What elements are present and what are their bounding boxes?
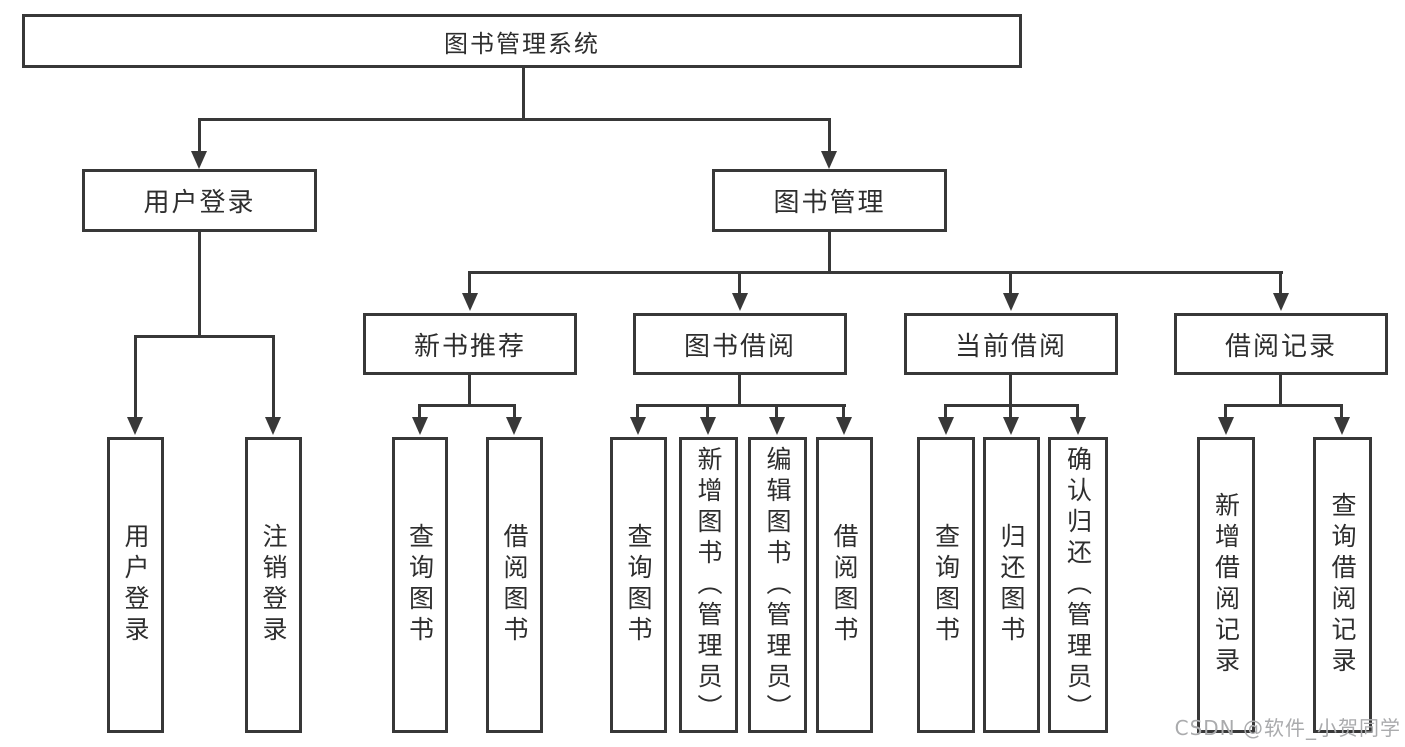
- node-new-book-recommend: 新书推荐: [363, 313, 577, 375]
- connector-line: [1225, 404, 1343, 407]
- connector-line: [828, 232, 831, 271]
- connector-line: [945, 404, 1079, 407]
- connector-line: [1076, 404, 1079, 418]
- connector-arrowhead: [732, 293, 748, 311]
- connector-line: [842, 404, 845, 418]
- leaf-label: 注销登录: [259, 523, 288, 647]
- node-label: 图书借阅: [683, 331, 796, 362]
- connector-arrowhead: [1003, 293, 1019, 311]
- connector-arrowhead: [1273, 293, 1289, 311]
- connector-line: [1279, 375, 1282, 404]
- connector-line: [944, 404, 947, 418]
- leaf-label: 归还图书: [997, 523, 1026, 647]
- connector-line: [468, 271, 471, 294]
- connector-arrowhead: [1070, 417, 1086, 435]
- leaf-confirm-return-admin: 确认归还（管理员）: [1048, 437, 1108, 733]
- connector-line: [738, 271, 741, 294]
- node-label: 新书推荐: [413, 331, 526, 362]
- connector-arrowhead: [412, 417, 428, 435]
- connector-arrowhead: [1334, 417, 1350, 435]
- leaf-label: 查询图书: [931, 523, 961, 647]
- connector-arrowhead: [462, 293, 478, 311]
- connector-line: [636, 404, 639, 418]
- leaf-borrow-books: 借阅图书: [486, 437, 543, 733]
- leaf-add-borrow-record: 新增借阅记录: [1197, 437, 1255, 733]
- leaf-return-books: 归还图书: [983, 437, 1040, 733]
- node-label: 图书管理系统: [444, 29, 600, 58]
- connector-line: [1340, 404, 1343, 418]
- connector-arrowhead: [769, 417, 785, 435]
- leaf-query-borrow-record: 查询借阅记录: [1313, 437, 1372, 733]
- connector-line: [198, 232, 201, 335]
- leaf-label: 查询图书: [405, 523, 435, 647]
- leaf-logout: 注销登录: [245, 437, 302, 733]
- connector-line: [1009, 404, 1012, 418]
- connector-arrowhead: [1218, 417, 1234, 435]
- connector-arrowhead: [1003, 417, 1019, 435]
- leaf-query-books: 查询图书: [917, 437, 975, 733]
- connector-arrowhead: [938, 417, 954, 435]
- connector-arrowhead: [700, 417, 716, 435]
- connector-line: [775, 404, 778, 418]
- connector-arrowhead: [821, 151, 837, 169]
- leaf-query-books: 查询图书: [392, 437, 448, 733]
- connector-arrowhead: [191, 151, 207, 169]
- connector-line: [134, 335, 275, 338]
- connector-line: [198, 118, 201, 154]
- connector-arrowhead: [506, 417, 522, 435]
- connector-line: [134, 335, 137, 417]
- node-user-login: 用户登录: [82, 169, 317, 232]
- leaf-query-books: 查询图书: [610, 437, 667, 733]
- node-book-borrowing: 图书借阅: [633, 313, 847, 375]
- node-book-management: 图书管理: [712, 169, 947, 232]
- connector-arrowhead: [127, 417, 143, 435]
- leaf-borrow-books: 借阅图书: [816, 437, 873, 733]
- connector-line: [469, 271, 1283, 274]
- connector-line: [522, 68, 525, 118]
- leaf-label: 新增借阅记录: [1211, 492, 1241, 678]
- node-label: 用户登录: [143, 188, 256, 218]
- connector-arrowhead: [265, 417, 281, 435]
- leaf-label: 新增图书（管理员）: [694, 445, 723, 725]
- connector-line: [419, 404, 516, 407]
- connector-line: [1009, 271, 1012, 294]
- connector-line: [418, 404, 421, 418]
- leaf-label: 借阅图书: [500, 523, 529, 647]
- connector-line: [513, 404, 516, 418]
- node-current-borrowing: 当前借阅: [904, 313, 1118, 375]
- connector-line: [706, 404, 709, 418]
- node-label: 图书管理: [773, 188, 886, 218]
- node-label: 借阅记录: [1224, 331, 1337, 362]
- connector-line: [1279, 271, 1282, 294]
- leaf-edit-books-admin: 编辑图书（管理员）: [748, 437, 807, 733]
- leaf-label: 借阅图书: [830, 523, 859, 647]
- connector-line: [1009, 375, 1012, 404]
- node-label: 当前借阅: [954, 331, 1067, 362]
- connector-line: [637, 404, 846, 407]
- node-borrowing-records: 借阅记录: [1174, 313, 1388, 375]
- connector-line: [272, 335, 275, 417]
- leaf-user-login: 用户登录: [107, 437, 164, 733]
- leaf-label: 查询图书: [624, 523, 653, 647]
- leaf-label: 查询借阅记录: [1328, 492, 1357, 678]
- connector-line: [468, 375, 471, 404]
- connector-line: [828, 118, 831, 154]
- node-root: 图书管理系统: [22, 14, 1022, 68]
- connector-arrowhead: [836, 417, 852, 435]
- connector-line: [738, 375, 741, 404]
- connector-arrowhead: [630, 417, 646, 435]
- leaf-add-books-admin: 新增图书（管理员）: [679, 437, 738, 733]
- leaf-label: 确认归还（管理员）: [1063, 445, 1093, 725]
- connector-line: [1224, 404, 1227, 418]
- connector-line: [198, 118, 831, 121]
- leaf-label: 编辑图书（管理员）: [763, 445, 792, 725]
- csdn-watermark: CSDN @软件_小贺同学: [1174, 716, 1401, 740]
- leaf-label: 用户登录: [121, 523, 150, 647]
